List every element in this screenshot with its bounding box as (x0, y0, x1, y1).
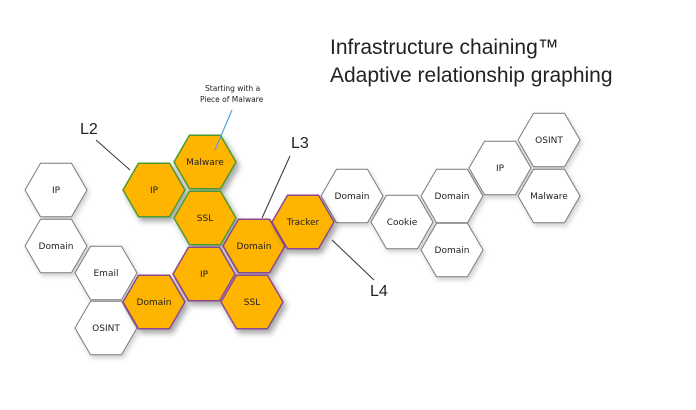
hex-shape (173, 134, 237, 190)
callout-line-2: Piece of Malware (200, 95, 264, 104)
l4-pointer-line (331, 239, 375, 281)
hex-shape (220, 274, 284, 330)
hex-shape (24, 162, 88, 218)
hex-label: OSINT (535, 136, 563, 146)
hex-label: SSL (197, 214, 213, 224)
hex-node-osint: OSINT (517, 112, 581, 168)
hex-label: Malware (530, 192, 568, 202)
hex-shape (222, 218, 286, 274)
title-line-2: Adaptive relationship graphing (330, 64, 613, 87)
hex-node-ip-highlighted: IP (122, 162, 186, 218)
hex-label: IP (52, 186, 61, 196)
hex-node-tracker-highlighted: Tracker (271, 194, 335, 250)
hex-node-ip: IP (468, 140, 532, 196)
hex-node-ip: IP (24, 162, 88, 218)
hex-shape (517, 112, 581, 168)
hex-node-domain: Domain (420, 222, 484, 278)
hex-label: IP (496, 164, 505, 174)
hex-node-domain-highlighted: Domain (122, 274, 186, 330)
hex-label: IP (150, 186, 159, 196)
hex-label: IP (200, 270, 209, 280)
callout-line-1: Starting with a (205, 84, 260, 93)
hex-node-domain: Domain (24, 218, 88, 274)
hex-node-ip-highlighted: IP (172, 246, 236, 302)
hex-shape (24, 218, 88, 274)
layer-label-l2: L2 (80, 121, 98, 138)
hex-label: Cookie (387, 218, 418, 228)
hex-shape (74, 245, 138, 301)
hex-node-domain: Domain (420, 168, 484, 224)
hex-shape (271, 194, 335, 250)
hex-label: Domain (335, 192, 370, 202)
hex-label: Domain (137, 298, 172, 308)
hex-shape (420, 222, 484, 278)
hex-label: SSL (244, 298, 260, 308)
hex-shape (173, 190, 237, 246)
layer-label-l3: L3 (291, 135, 309, 152)
hex-node-domain-highlighted: Domain (222, 218, 286, 274)
hex-label: Domain (237, 242, 272, 252)
hex-node-domain: Domain (320, 168, 384, 224)
l2-pointer-line (95, 139, 131, 171)
hex-shape (122, 162, 186, 218)
layer-label-l4: L4 (370, 283, 388, 300)
hex-label: Domain (435, 246, 470, 256)
hex-label: Tracker (286, 218, 320, 228)
hex-node-osint: OSINT (74, 300, 138, 356)
hex-node-ssl-highlighted: SSL (173, 190, 237, 246)
hex-label: Domain (39, 242, 74, 252)
hex-shape (74, 300, 138, 356)
hex-node-malware-highlighted: Malware (173, 134, 237, 190)
hex-shape (517, 168, 581, 224)
hex-shape (370, 194, 434, 250)
hex-shape (122, 274, 186, 330)
hex-label: Malware (186, 158, 224, 168)
callout-pointer-line (214, 109, 233, 151)
hex-label: OSINT (92, 324, 120, 334)
hex-node-email: Email (74, 245, 138, 301)
hex-label: Domain (435, 192, 470, 202)
l3-pointer-line (261, 155, 291, 219)
title-line-1: Infrastructure chaining™ (330, 36, 559, 59)
hex-shape (320, 168, 384, 224)
hex-node-malware: Malware (517, 168, 581, 224)
hex-label: Email (94, 269, 119, 279)
hex-shape (172, 246, 236, 302)
hex-node-ssl-highlighted: SSL (220, 274, 284, 330)
hex-node-cookie: Cookie (370, 194, 434, 250)
hex-shape (468, 140, 532, 196)
